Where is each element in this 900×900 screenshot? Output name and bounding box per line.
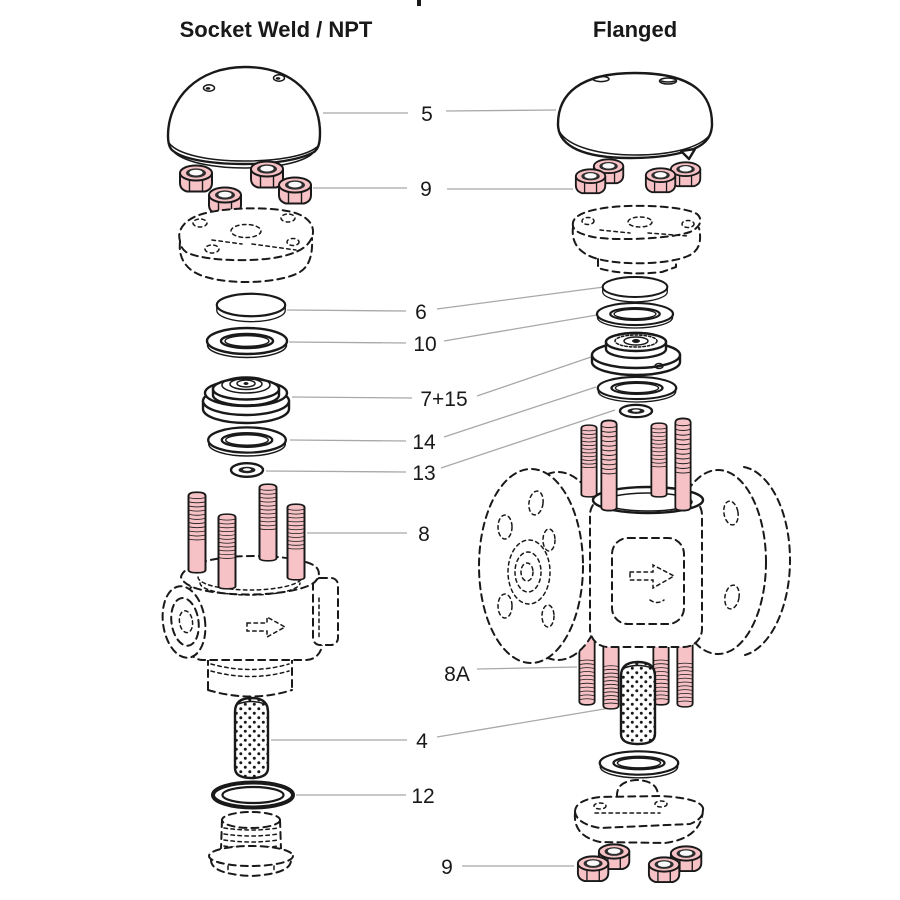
leader-8a-right	[476, 666, 578, 670]
part-label-12: 12	[411, 785, 434, 808]
left-cover-part-5	[166, 65, 322, 169]
left-pilot-housing-dashed	[178, 207, 314, 283]
left-flange-face	[478, 468, 584, 664]
part-label-8a: 8A	[444, 663, 470, 686]
socket-weld-assembly	[161, 65, 339, 877]
right-disc-part-6	[601, 275, 669, 303]
cropped-title-artifact	[417, 0, 421, 6]
left-strainer-part-4	[233, 696, 270, 780]
leader-lines	[265, 109, 617, 867]
leader-7-15-right	[476, 356, 592, 397]
flow-arrow	[629, 563, 676, 590]
part-label-14: 14	[412, 431, 436, 454]
left-valve-body-dashed	[161, 555, 339, 698]
part-label-6: 6	[415, 301, 427, 324]
part-labels: 5 9 6 10 7+15 14 13 8 8A 4 12 9	[411, 103, 470, 879]
leader-13-right	[440, 409, 616, 469]
right-cover-part-5	[556, 71, 714, 161]
right-column-header: Flanged	[593, 17, 677, 42]
leader-10-right	[443, 314, 598, 342]
right-flange-outer-edge	[743, 466, 791, 656]
left-strainer-plug-dashed	[208, 811, 294, 877]
leader-4-right	[436, 706, 617, 738]
leader-7-15-left	[291, 396, 413, 399]
right-pilot-housing-dashed	[571, 204, 702, 275]
left-disc-part-6	[215, 292, 287, 323]
part-label-9-top: 9	[420, 178, 432, 201]
right-gasket-part-14	[596, 375, 678, 404]
left-hex-nuts-part-9	[179, 160, 312, 215]
leader-14-left	[289, 439, 407, 442]
left-diaphragm-part-7-15	[201, 376, 291, 425]
right-hex-nuts-part-9-top	[574, 158, 702, 195]
left-column-header: Socket Weld / NPT	[180, 17, 373, 42]
part-label-7-15: 7+15	[420, 388, 467, 411]
right-washer-part-13	[618, 403, 654, 419]
right-valve-body-dashed	[478, 466, 791, 664]
part-label-10: 10	[413, 333, 436, 356]
leader-6-left	[286, 309, 407, 312]
leader-14-right	[443, 386, 597, 438]
right-pilot-flange-dashed	[573, 779, 705, 844]
leader-6-right	[436, 286, 605, 310]
right-diaphragm-part-7-15	[590, 331, 682, 377]
left-gasket-part-14	[207, 426, 287, 458]
part-label-5: 5	[421, 103, 433, 126]
leader-5-right	[445, 109, 557, 112]
right-hex-nuts-part-9-bottom	[576, 843, 703, 884]
right-strainer-gasket	[598, 750, 680, 780]
leader-10-left	[288, 341, 407, 344]
part-label-9-bottom: 9	[441, 856, 453, 879]
left-gasket-part-10	[205, 326, 289, 359]
part-label-8: 8	[418, 523, 430, 546]
left-washer-part-13	[229, 462, 265, 478]
leader-13-left	[265, 470, 407, 473]
part-label-4: 4	[416, 730, 428, 753]
part-label-13: 13	[412, 462, 435, 485]
left-gasket-part-12	[211, 780, 295, 810]
flanged-assembly	[478, 71, 791, 884]
right-strainer-part-4	[619, 660, 657, 746]
column-headers: Socket Weld / NPT Flanged	[180, 17, 678, 42]
right-gasket-part-10	[595, 301, 675, 330]
